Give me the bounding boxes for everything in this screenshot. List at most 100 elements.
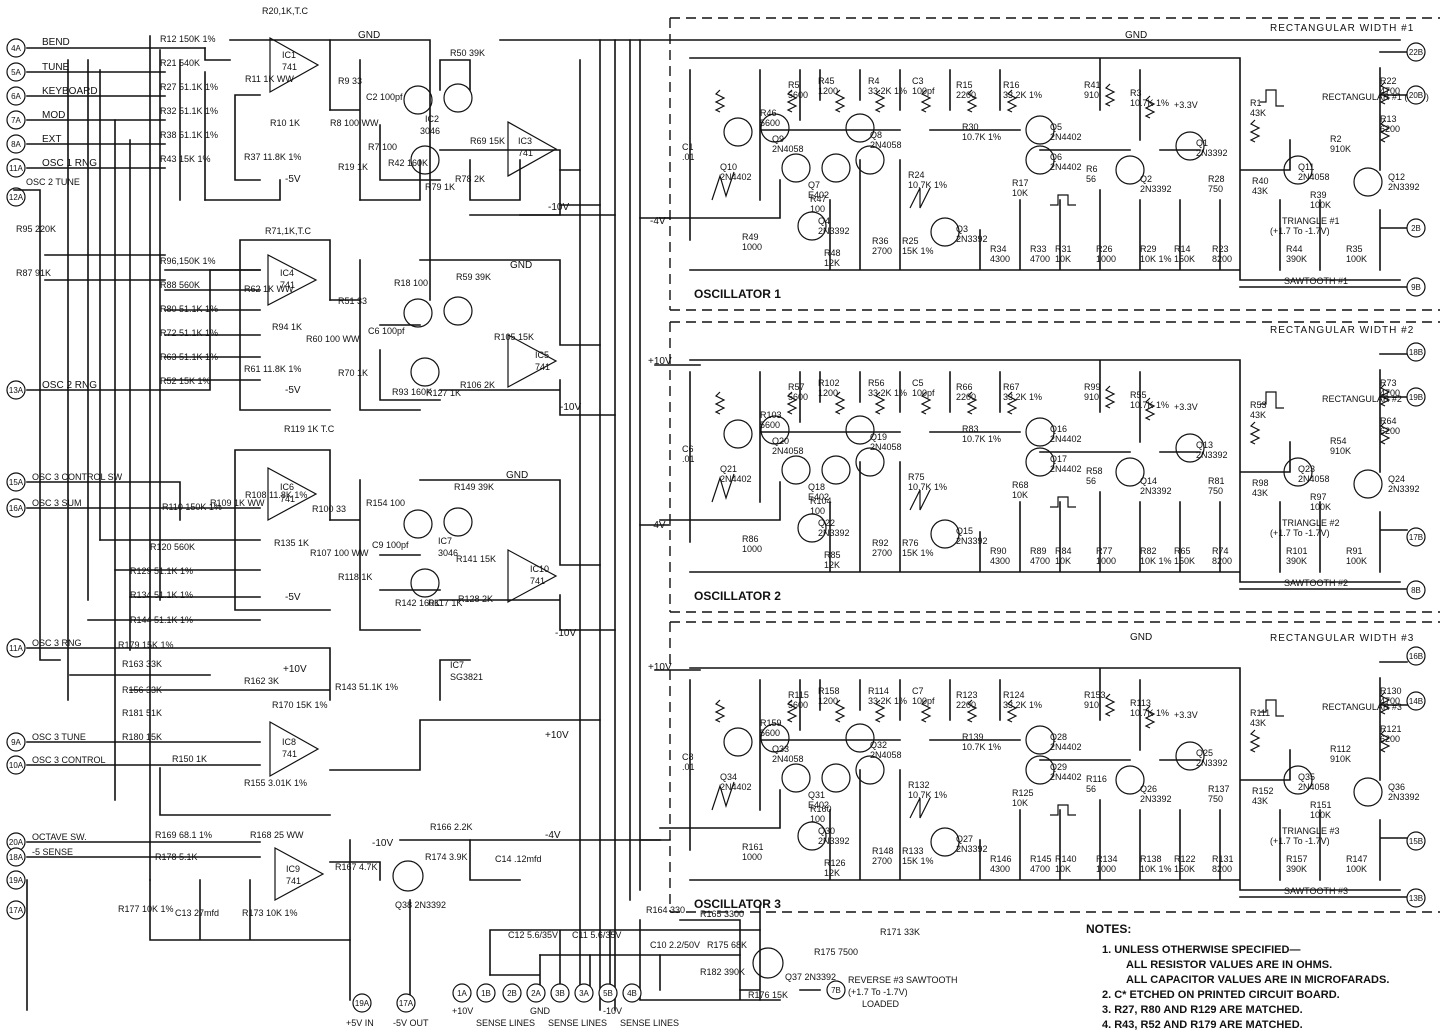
output-pin: 9B: [1406, 277, 1426, 297]
r178-label: R178 5.1K: [155, 852, 198, 862]
minus5-out-label: -5V OUT: [393, 1018, 429, 1028]
left-input-pins: 4A5A6A7A8A11A12A13A15A16A11A9A10A20A18A1…: [6, 38, 26, 920]
c10-label: C10 2.2/50V: [650, 940, 700, 950]
output-pin: 22B: [1406, 42, 1426, 62]
r163-label: R163 33K: [122, 659, 162, 669]
oscillator-title: OSCILLATOR 3: [694, 897, 781, 911]
r170-label: R170 15K 1%: [272, 700, 328, 710]
r120-label: R120 560K: [150, 542, 195, 552]
input-pin: 18A: [6, 847, 26, 867]
output-pin: 17B: [1406, 527, 1426, 547]
input-pin: 10A: [6, 755, 26, 775]
ic7-ref: IC7: [438, 536, 452, 546]
c12-label: C12 5.6/35V: [508, 930, 558, 940]
output-pin: 13B: [1406, 888, 1426, 908]
r43-label: R43 15K 1%: [160, 154, 211, 164]
rectangular-label: RECTANGULAR #2: [1322, 394, 1402, 404]
ic-labels: IC1 741 IC2 3046 IC3 741 IC4 741 IC5 741…: [280, 50, 550, 886]
input-pin: 11A: [6, 158, 26, 178]
ic8-type: 741: [282, 749, 297, 759]
label-osc2-tune: OSC 2 TUNE: [26, 177, 80, 187]
triangle-range-label: (+1.7 To -1.7V): [1270, 226, 1330, 236]
r8-label: R8 100 WW: [330, 118, 379, 128]
minus10-label-3: -10V: [555, 628, 576, 639]
label-bend: BEND: [42, 37, 70, 48]
input-pin: 15A: [6, 472, 26, 492]
sense-lines-2: SENSE LINES: [548, 1018, 607, 1028]
output-pin: 8B: [1406, 580, 1426, 600]
note-2: 2. C* ETCHED ON PRINTED CIRCUIT BOARD.: [1102, 989, 1340, 1001]
bottom-pin: 4B: [622, 983, 642, 1003]
oscillator-boxes: [669, 17, 1440, 913]
ic6-opamp: [267, 466, 318, 522]
ic9-type: 741: [286, 876, 301, 886]
wiring: [13, 35, 1401, 1011]
output-pin: 19B: [1406, 387, 1426, 407]
svg-text:8A: 8A: [11, 140, 21, 149]
note-1: 1. UNLESS OTHERWISE SPECIFIED—: [1102, 944, 1301, 956]
triangle-range-label: (+1.7 To -1.7V): [1270, 836, 1330, 846]
label-ext: EXT: [42, 134, 61, 145]
svg-text:2B: 2B: [507, 989, 517, 998]
svg-text:20A: 20A: [9, 838, 24, 847]
ic5-type: 741: [535, 362, 550, 372]
r129-label: R129 51.1K 1%: [130, 566, 193, 576]
sawtooth-label: SAWTOOTH #1: [1284, 276, 1348, 286]
r80-label: R80 51.1K 1%: [160, 304, 218, 314]
r135-label: R135 1K: [274, 538, 309, 548]
minus5-label-2: -5V: [285, 385, 301, 396]
ic10-opamp: [507, 548, 558, 604]
oscillator-title: OSCILLATOR 1: [694, 287, 781, 301]
bottom-pin: 17A: [396, 993, 416, 1013]
rect-width-label: RECTANGULAR WIDTH #2: [1270, 325, 1414, 336]
r141-label: R141 15K: [456, 554, 496, 564]
r107-label: R107 100 WW: [310, 548, 369, 558]
label-osc3-control: OSC 3 CONTROL: [32, 755, 106, 765]
minus10-label-1: -10V: [548, 202, 569, 213]
label-osc3-sum: OSC 3 SUM: [32, 498, 82, 508]
transistor-arrays: [392, 83, 784, 979]
ic7-type: 3046: [438, 548, 458, 558]
r134-label: R134 51.1K 1%: [130, 590, 193, 600]
r100-label: R100 33: [312, 504, 346, 514]
label-osc1-rng: OSC 1 RNG: [42, 158, 97, 169]
r94-label: R94 1K: [272, 322, 302, 332]
note-1b: ALL CAPACITOR VALUES ARE IN MICROFARADS.: [1126, 974, 1390, 986]
rect-width-label: RECTANGULAR WIDTH #3: [1270, 633, 1414, 644]
r156-label: R156 33K: [122, 685, 162, 695]
r117-label: R117 1K: [428, 598, 462, 608]
rect-width-label: RECTANGULAR WIDTH #1: [1270, 23, 1414, 34]
r59-label: R59 39K: [456, 272, 491, 282]
svg-text:13B: 13B: [1409, 894, 1423, 903]
